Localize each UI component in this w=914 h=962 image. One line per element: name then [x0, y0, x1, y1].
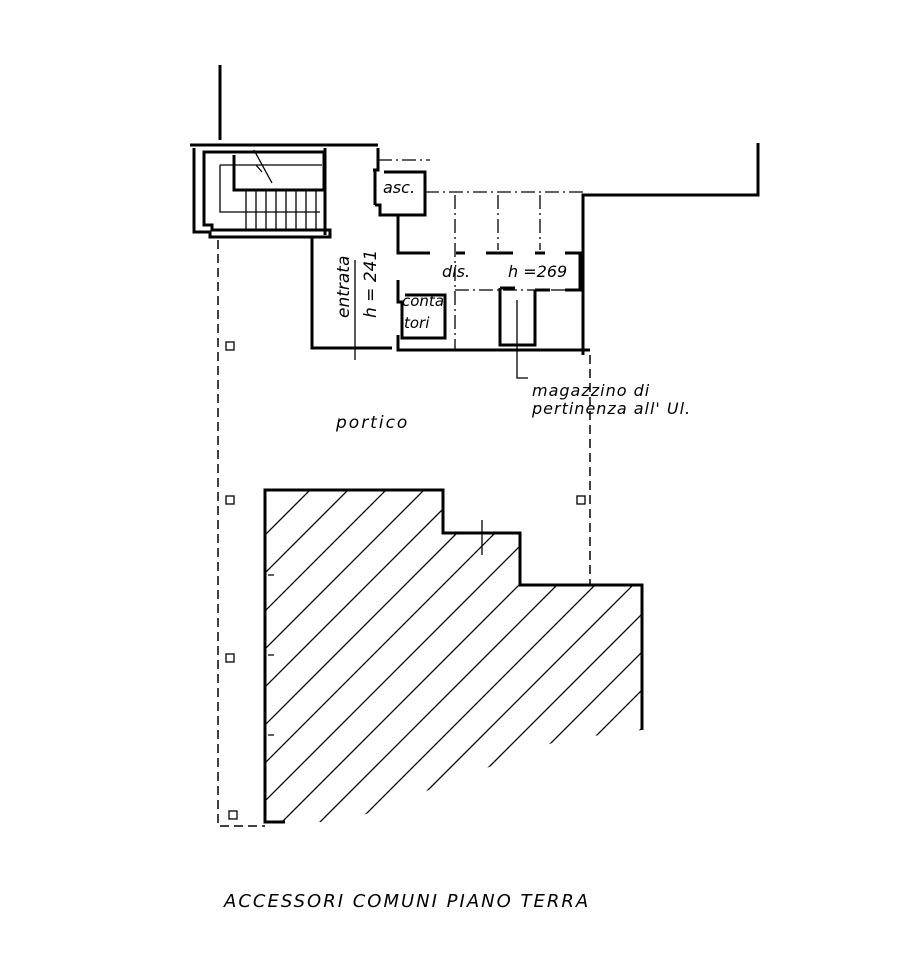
hatch-line	[265, 490, 642, 822]
hatch-line	[265, 490, 577, 822]
meters-label-1: conta	[402, 292, 444, 310]
pillar	[225, 653, 235, 663]
labels: entrata h = 241 asc. dis. h =269 conta t…	[223, 178, 691, 912]
corridor-label: dis.	[442, 262, 470, 281]
entrance-walls	[310, 148, 590, 352]
hatch-line	[265, 490, 642, 822]
hatch-line	[279, 490, 642, 822]
pillar	[225, 495, 235, 505]
building-outline	[190, 65, 760, 355]
elevator-label: asc.	[383, 178, 415, 197]
pillar	[228, 810, 238, 820]
hatch-line	[393, 490, 642, 822]
hatch-line	[621, 490, 642, 822]
hatch-line	[736, 300, 914, 900]
pillar	[576, 495, 586, 505]
hatch-line	[698, 300, 914, 900]
hatch-line	[265, 490, 642, 822]
hatch-line	[660, 300, 914, 900]
entrance-height: h = 241	[361, 250, 381, 318]
hatched-building	[263, 300, 914, 900]
hatch-line	[850, 300, 914, 900]
meters-label-2: tori	[404, 314, 430, 332]
hatch-line	[265, 490, 642, 822]
porch-outline	[217, 240, 591, 827]
pillar	[225, 341, 235, 351]
porch-label: portico	[335, 413, 409, 433]
hatch-line	[812, 300, 914, 900]
drawing-title: ACCESSORI COMUNI PIANO TERRA	[223, 891, 590, 912]
hatch-line	[265, 490, 642, 822]
corridor-height: h =269	[508, 262, 567, 281]
stairwell	[192, 148, 332, 239]
storage-label-1: magazzino di	[532, 381, 650, 400]
hatch-line	[888, 300, 914, 900]
hatch-line	[774, 300, 914, 900]
entrance-label: entrata	[334, 256, 354, 318]
storage-label-2: pertinenza all' Ul.	[531, 399, 691, 418]
hatch-line	[265, 490, 642, 822]
hatch-line	[265, 490, 615, 822]
hatch-line	[265, 490, 501, 822]
hatch-line	[265, 490, 539, 822]
